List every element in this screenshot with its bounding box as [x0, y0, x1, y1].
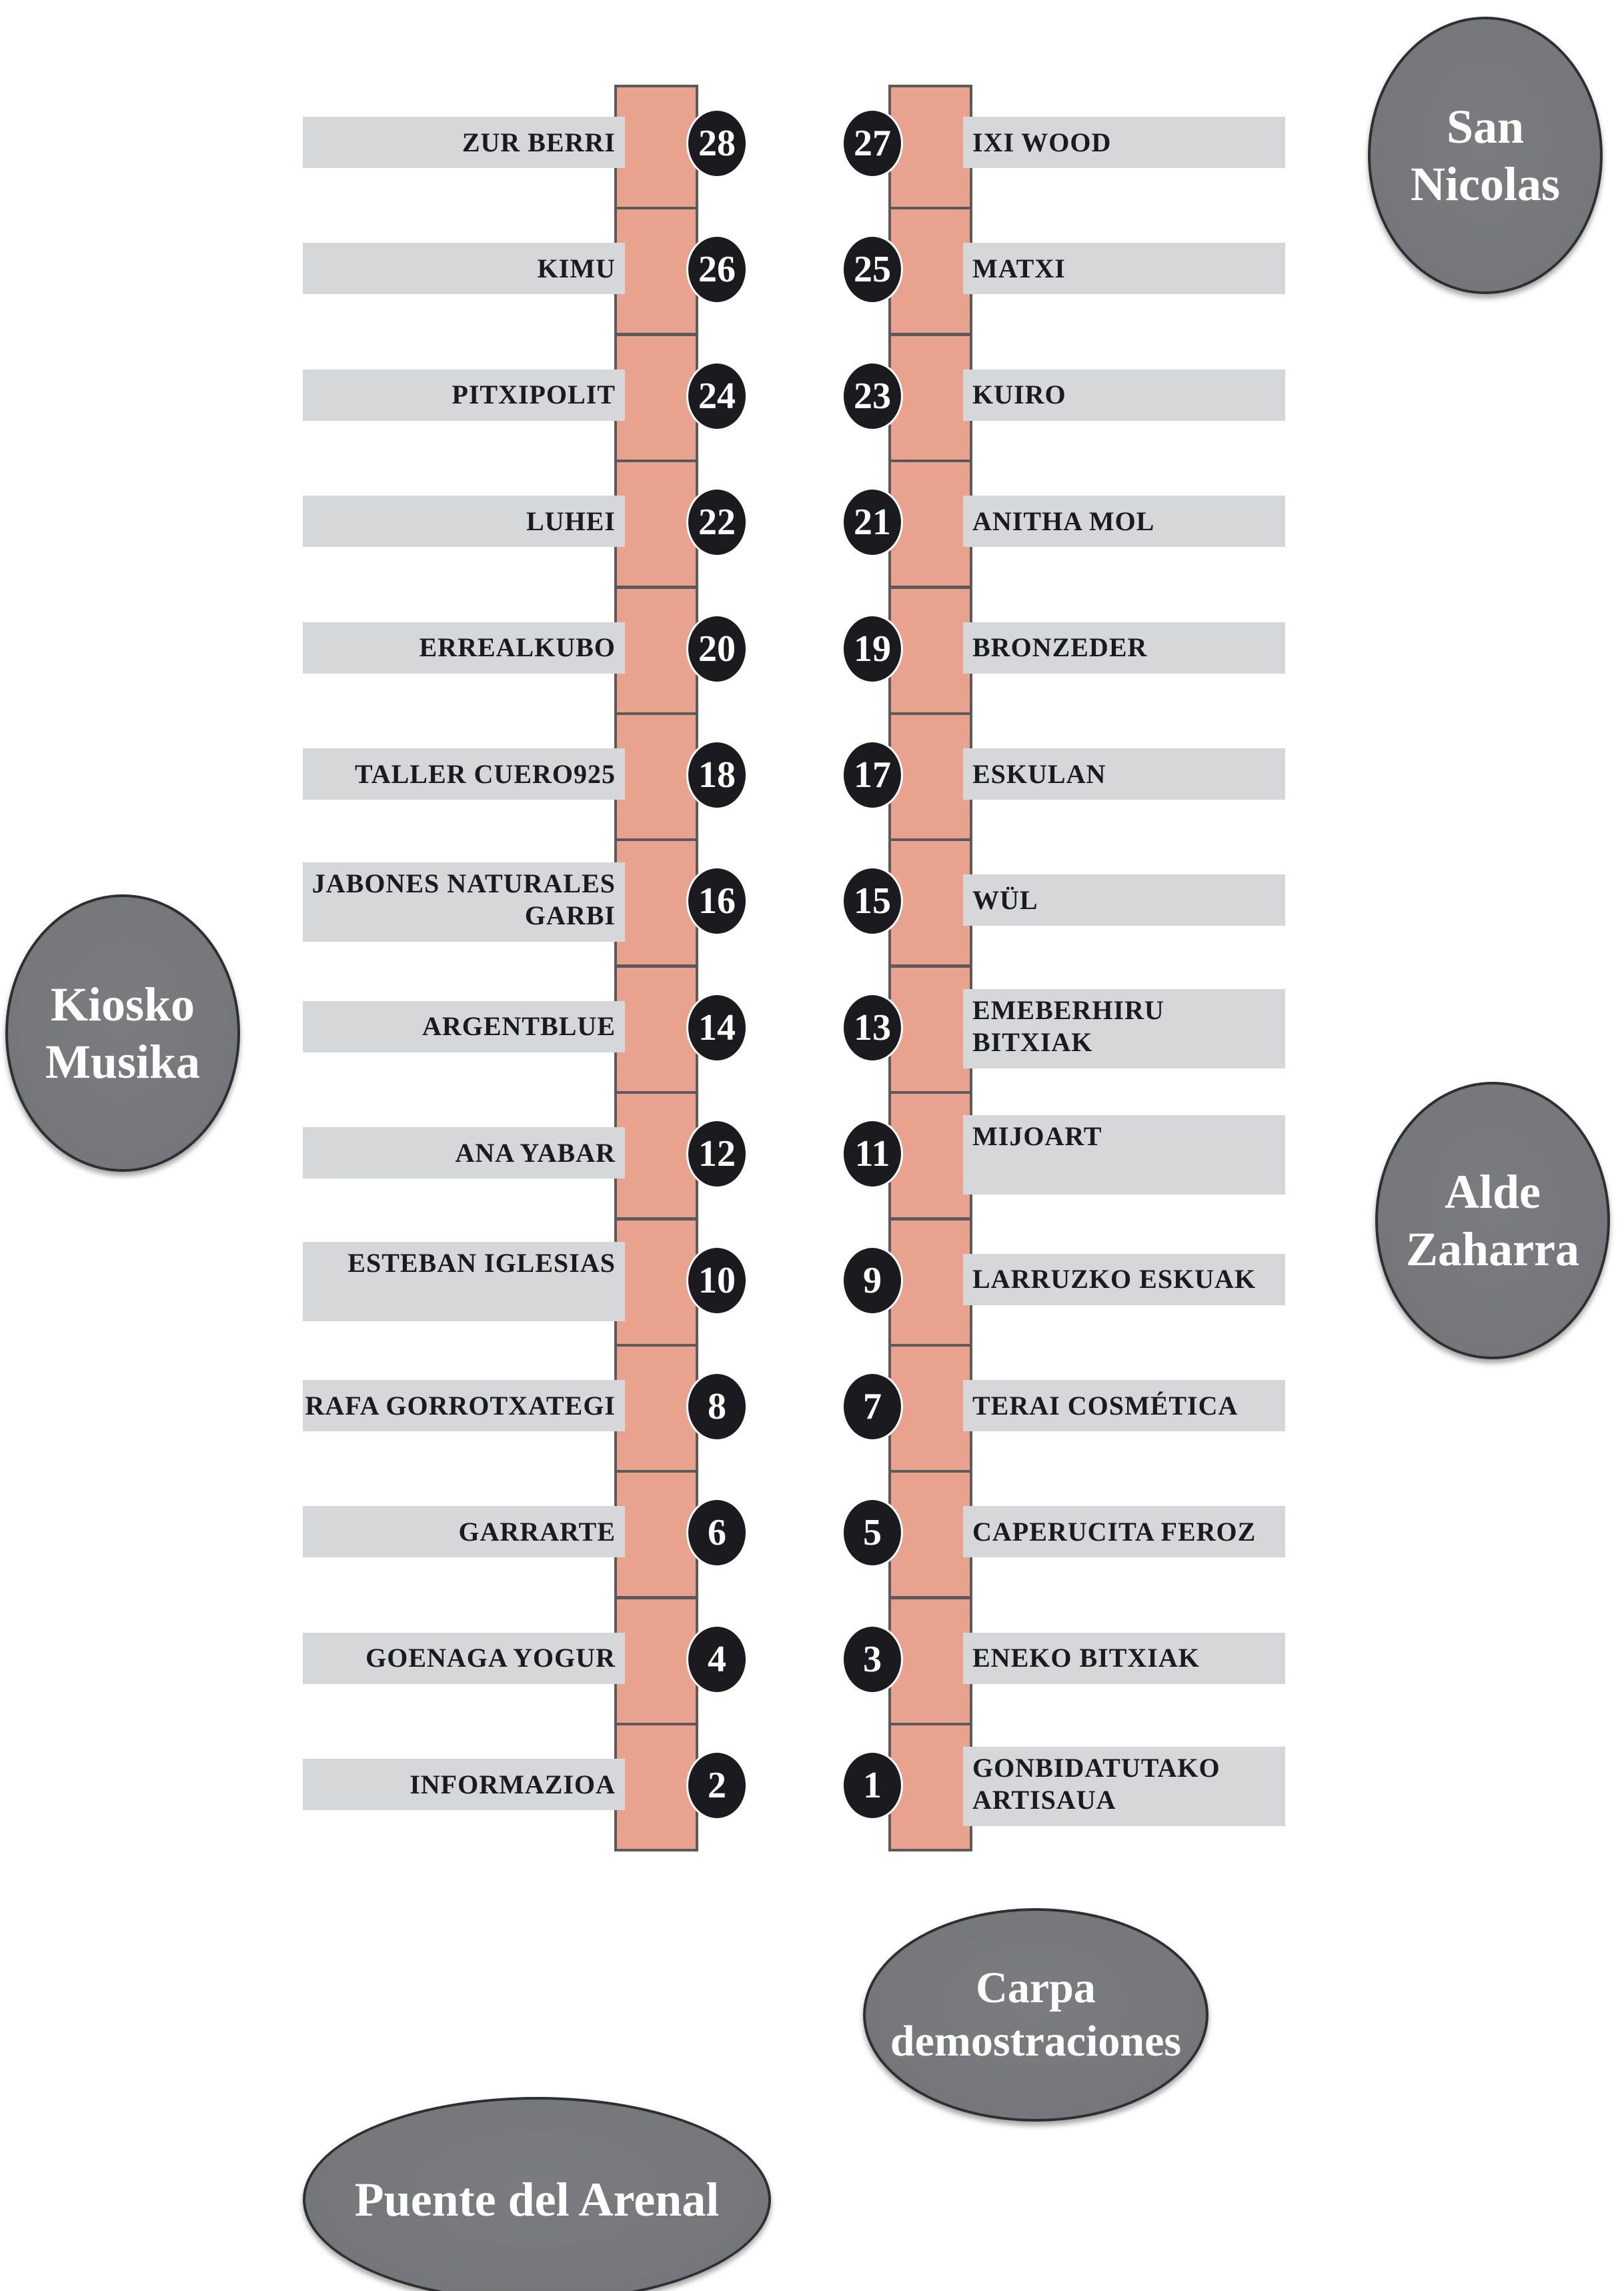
stall-number-badge: 2: [686, 1751, 748, 1821]
stall-number-badge: 28: [686, 109, 748, 178]
stall-number-badge: 8: [686, 1372, 748, 1441]
stall-number-badge: 3: [842, 1624, 903, 1694]
stall-number-badge: 5: [842, 1498, 903, 1568]
stall-label[interactable]: ESKULAN: [963, 748, 1285, 800]
stall-number-badge: 26: [686, 235, 748, 305]
stall-label[interactable]: MATXI: [963, 243, 1285, 295]
stall-label[interactable]: PITXIPOLIT: [303, 369, 625, 421]
stall-label[interactable]: GONBIDATUTAKO ARTISAUA: [963, 1747, 1285, 1827]
stall-label[interactable]: IXI WOOD: [963, 117, 1285, 168]
stall-number-badge: 21: [842, 488, 903, 558]
stall-number-badge: 9: [842, 1245, 903, 1315]
stall-number-badge: 25: [842, 235, 903, 305]
stall-label[interactable]: GARRARTE: [303, 1506, 625, 1558]
stall-block: [614, 1091, 698, 1221]
stall-label[interactable]: LUHEI: [303, 496, 625, 548]
landmark-carpa-demostraciones: Carpa demostraciones: [863, 1908, 1208, 2122]
stall-number-badge: 6: [686, 1498, 748, 1568]
stall-number-badge: 18: [686, 740, 748, 810]
stall-label[interactable]: ANITHA MOL: [963, 496, 1285, 548]
stall-label[interactable]: ANA YABAR: [303, 1127, 625, 1179]
stall-block: [614, 85, 698, 209]
stall-number-badge: 13: [842, 992, 903, 1062]
stall-label[interactable]: RAFA GORROTXATEGI: [303, 1380, 625, 1431]
stall-label[interactable]: GOENAGA YOGUR: [303, 1632, 625, 1684]
stall-label[interactable]: LARRUZKO ESKUAK: [963, 1253, 1285, 1305]
stall-number-badge: 27: [842, 109, 903, 178]
stall-number-badge: 11: [842, 1119, 903, 1189]
stall-number-badge: 1: [842, 1751, 903, 1821]
landmark-puente-del-arenal: Puente del Arenal: [303, 2097, 771, 2291]
stall-label[interactable]: WÜL: [963, 874, 1285, 926]
stall-number-badge: 20: [686, 614, 748, 684]
stall-label[interactable]: ERREALKUBO: [303, 622, 625, 674]
stall-label[interactable]: KIMU: [303, 243, 625, 295]
stall-label[interactable]: INFORMAZIOA: [303, 1759, 625, 1811]
stall-number-badge: 12: [686, 1119, 748, 1189]
stall-number-badge: 10: [686, 1245, 748, 1315]
stall-number-badge: 22: [686, 488, 748, 558]
stall-number-badge: 15: [842, 866, 903, 936]
landmark-alde-zaharra: Alde Zaharra: [1375, 1082, 1610, 1359]
stall-number-badge: 23: [842, 361, 903, 431]
landmark-san-nicolas: San Nicolas: [1368, 17, 1603, 294]
stall-label[interactable]: KUIRO: [963, 369, 1285, 421]
stall-number-badge: 16: [686, 866, 748, 936]
stall-number-badge: 17: [842, 740, 903, 810]
stall-label[interactable]: ARGENTBLUE: [303, 1000, 625, 1052]
stall-label[interactable]: CAPERUCITA FEROZ: [963, 1506, 1285, 1558]
stall-label[interactable]: ESTEBAN IGLESIAS: [303, 1241, 625, 1321]
stall-number-badge: 24: [686, 361, 748, 431]
stall-number-badge: 14: [686, 992, 748, 1062]
landmark-kiosko-musika: Kiosko Musika: [5, 894, 240, 1172]
stall-label[interactable]: MIJOART: [963, 1115, 1285, 1195]
stall-number-badge: 19: [842, 614, 903, 684]
stall-label[interactable]: JABONES NATURALES GARBI: [303, 862, 625, 942]
stall-label[interactable]: TALLER CUERO925: [303, 748, 625, 800]
stall-number-badge: 4: [686, 1624, 748, 1694]
stall-label[interactable]: EMEBERHIRU BITXIAK: [963, 988, 1285, 1068]
stall-label[interactable]: TERAI COSMÉTICA: [963, 1380, 1285, 1431]
stall-label[interactable]: ZUR BERRI: [303, 117, 625, 168]
stall-number-badge: 7: [842, 1372, 903, 1441]
stall-label[interactable]: BRONZEDER: [963, 622, 1285, 674]
stall-label[interactable]: ENEKO BITXIAK: [963, 1632, 1285, 1684]
